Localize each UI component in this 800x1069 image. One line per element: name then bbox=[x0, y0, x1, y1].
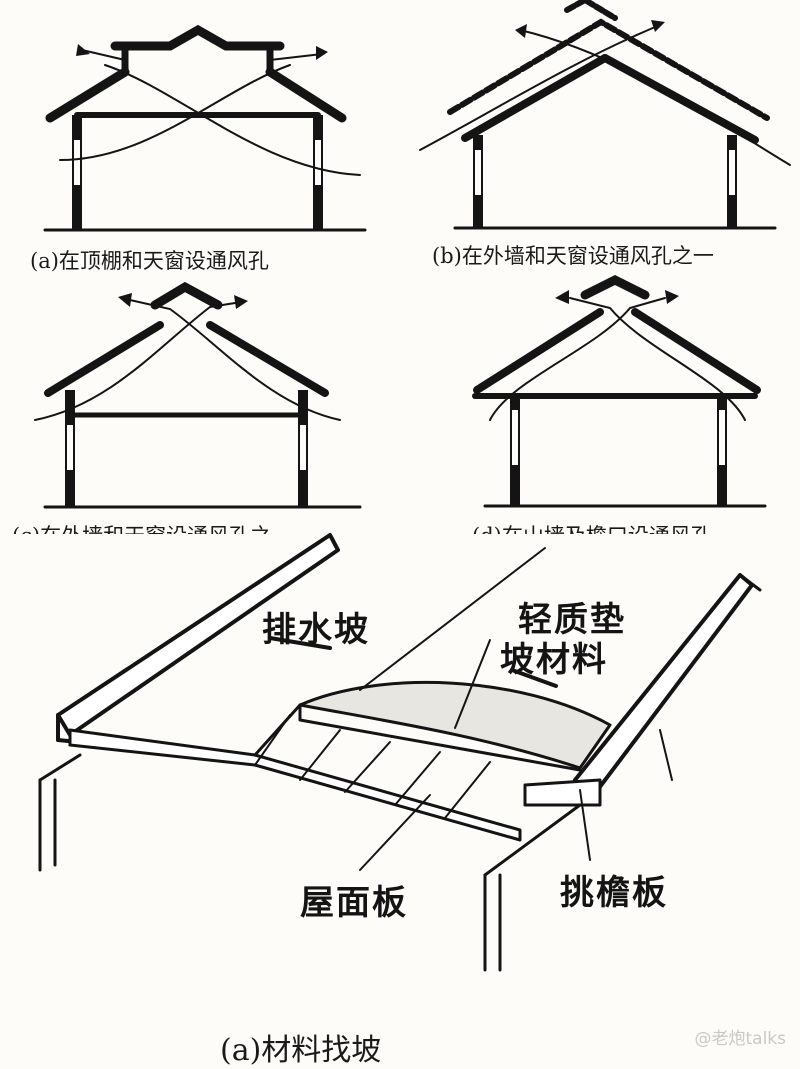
main-caption: (a)材料找坡 bbox=[220, 1033, 382, 1068]
diagram-d bbox=[455, 270, 795, 515]
diagram-b-drawing bbox=[419, 0, 791, 230]
diagram-c-drawing bbox=[34, 281, 362, 509]
label-roof-panel: 屋面板 bbox=[300, 883, 408, 923]
diagram-a-drawing bbox=[43, 24, 367, 232]
label-eave-board: 挑檐板 bbox=[560, 873, 668, 913]
label-light-fill-line1: 轻质垫 bbox=[518, 600, 626, 640]
caption-a: (a)在顶棚和天窗设通风孔 bbox=[30, 249, 269, 273]
caption-b: (b)在外墙和天窗设通风孔之一 bbox=[432, 244, 714, 268]
diagram-material-slope bbox=[0, 530, 800, 1020]
diagram-a bbox=[30, 10, 390, 240]
diagram-d-drawing bbox=[472, 274, 767, 508]
label-light-fill-line2: 坡材料 bbox=[500, 640, 608, 680]
watermark: @老炮talks bbox=[694, 1029, 786, 1049]
material-slope-drawing bbox=[38, 533, 762, 972]
diagram-c bbox=[20, 275, 380, 513]
diagram-b bbox=[415, 0, 795, 240]
label-drainage-slope: 排水坡 bbox=[262, 610, 370, 650]
caption-c: (c)在外墙和天窗设通风孔之一 bbox=[12, 520, 292, 534]
caption-d: (d)在山墙及檐口设通风孔 bbox=[472, 520, 712, 534]
